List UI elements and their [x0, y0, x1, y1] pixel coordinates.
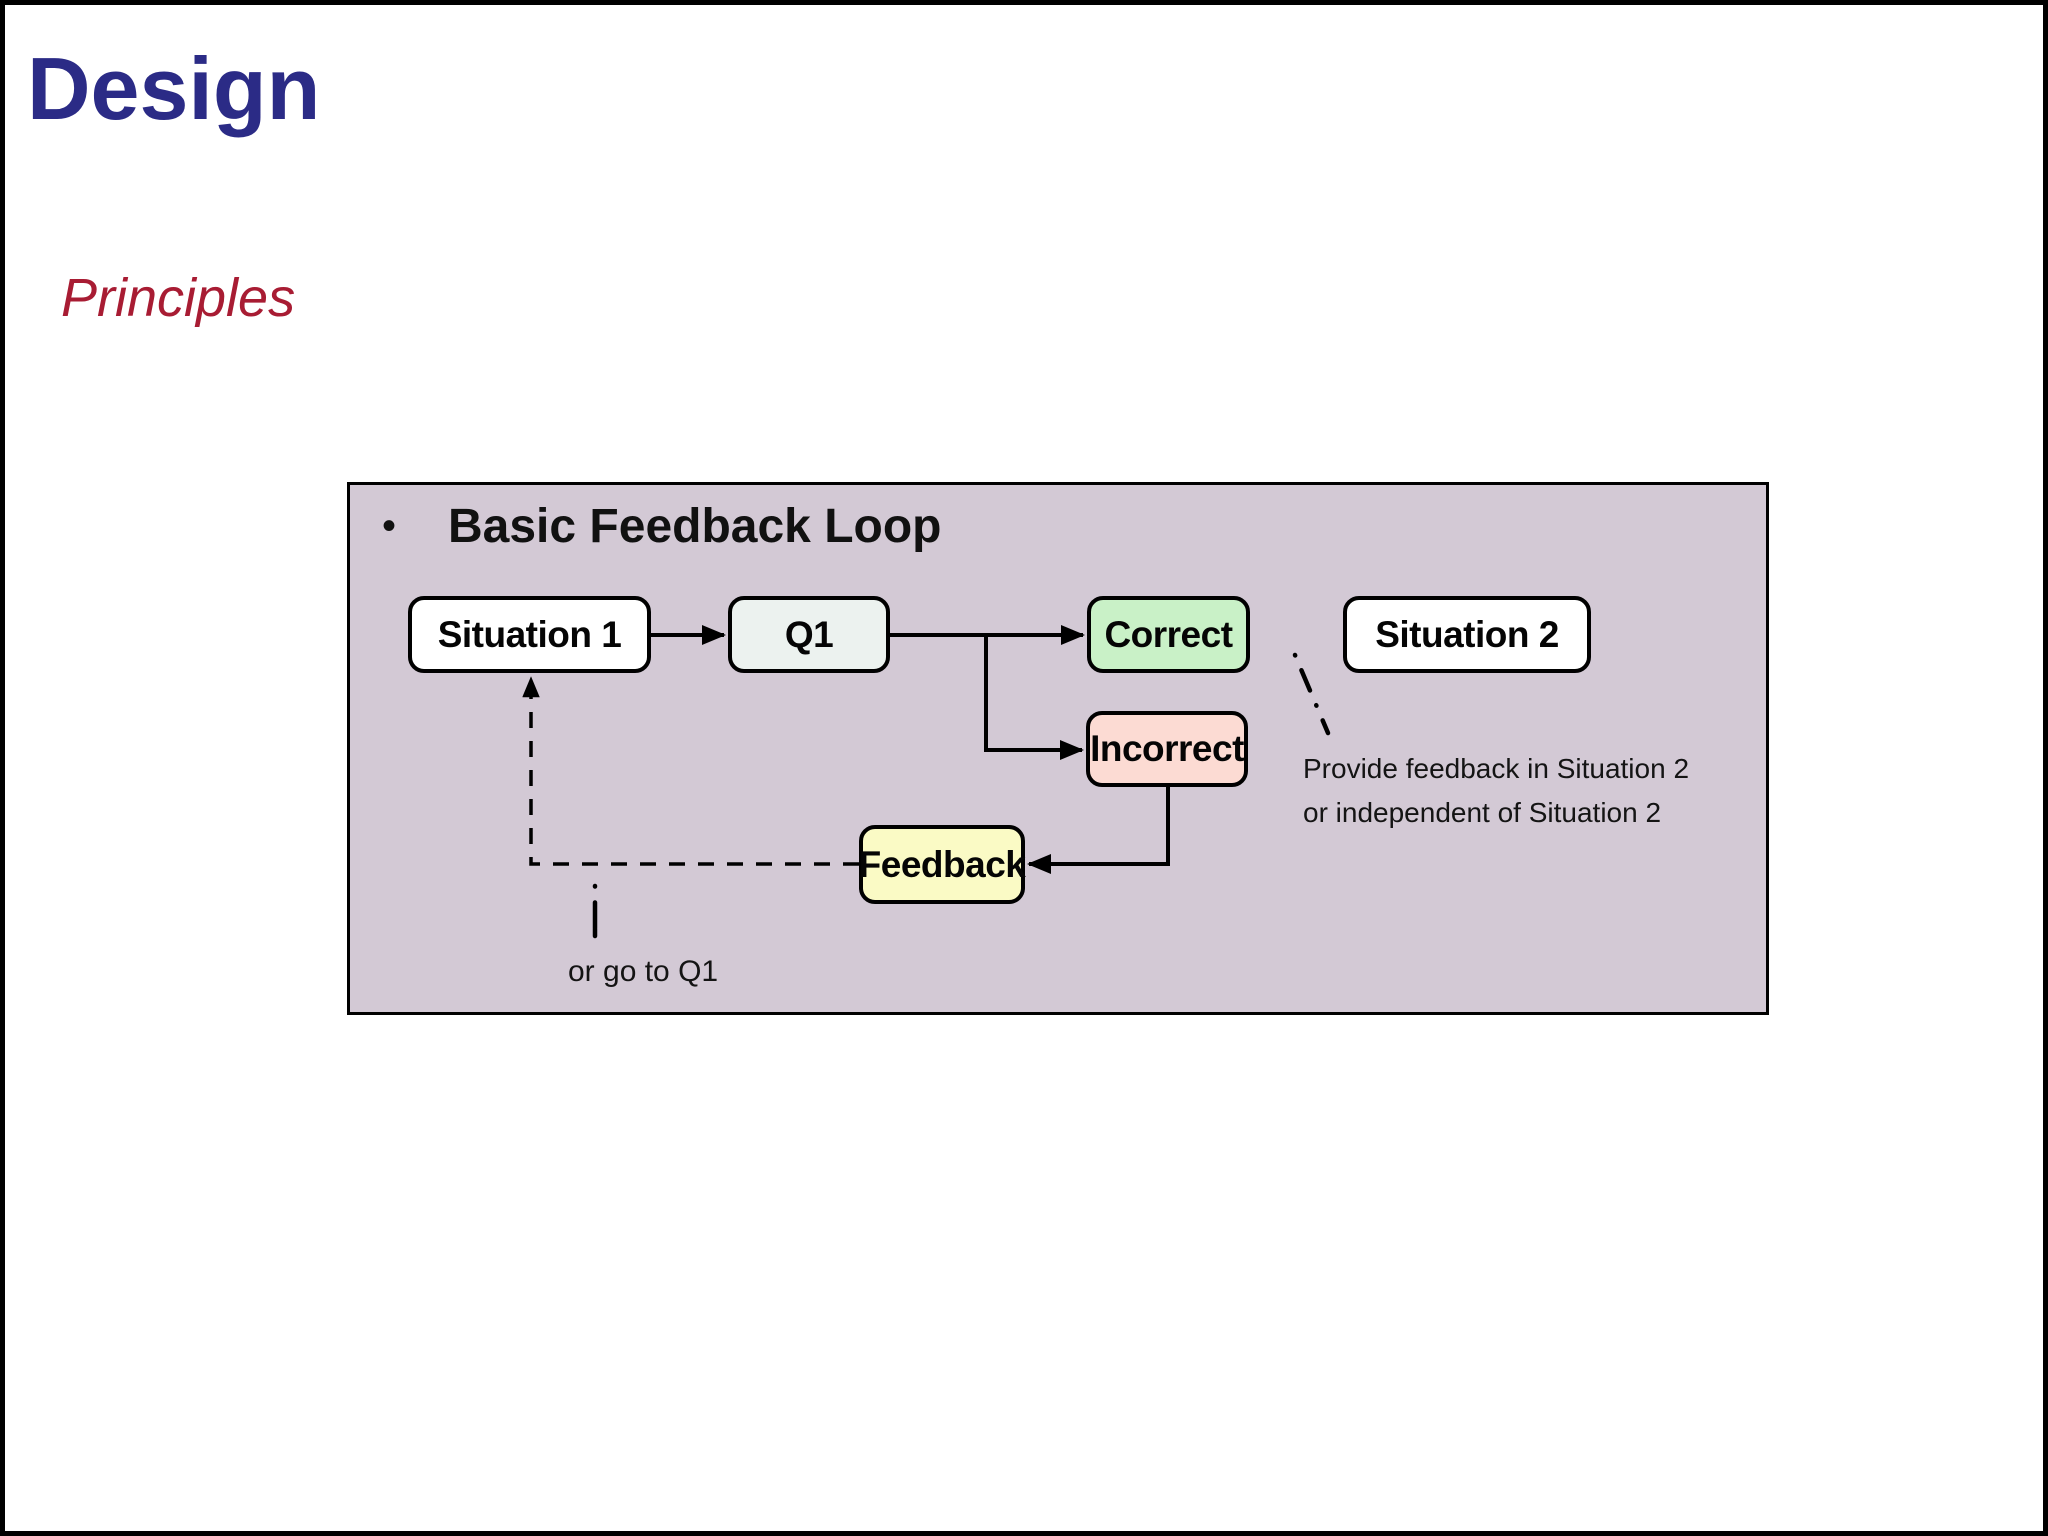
annotation-or-go-to-q1: or go to Q1	[568, 955, 719, 988]
arrow-incorrect-to-feedback	[1027, 787, 1170, 874]
node-incorrect: Incorrect	[1086, 711, 1248, 787]
node-situation-1: Situation 1	[408, 596, 651, 673]
slide-title: Design	[27, 39, 321, 138]
panel-title-row: • Basic Feedback Loop	[382, 497, 941, 555]
node-correct-label: Correct	[1104, 613, 1233, 655]
node-situation-2-label: Situation 2	[1375, 613, 1559, 655]
bullet-icon: •	[382, 504, 397, 548]
node-feedback: Feedback	[858, 825, 1026, 904]
node-correct: Correct	[1087, 596, 1250, 673]
annotation-provide-line2: or independent of Situation 2	[1303, 797, 1662, 828]
node-q1-label: Q1	[784, 613, 834, 655]
slide-subtitle: Principles	[61, 268, 296, 328]
panel-title: Basic Feedback Loop	[448, 499, 942, 553]
node-incorrect-label: Incorrect	[1090, 728, 1244, 769]
dashed-arrow-feedback-to-situation1	[522, 676, 859, 866]
node-situation-2: Situation 2	[1343, 596, 1591, 673]
feedback-loop-panel: • Basic Feedback Loop Situation 1 Q1	[347, 482, 1769, 1015]
dash-dot-callout-situation2	[1292, 652, 1331, 736]
node-q1: Q1	[728, 596, 890, 673]
annotation-provide-line1: Provide feedback in Situation 2	[1303, 753, 1690, 784]
annotation-provide-feedback: Provide feedback in Situation 2 or indep…	[1303, 747, 1689, 835]
node-situation-1-label: Situation 1	[437, 613, 622, 655]
arrow-q1-branch-to-incorrect	[984, 635, 1084, 760]
node-feedback-label: Feedback	[858, 843, 1026, 885]
